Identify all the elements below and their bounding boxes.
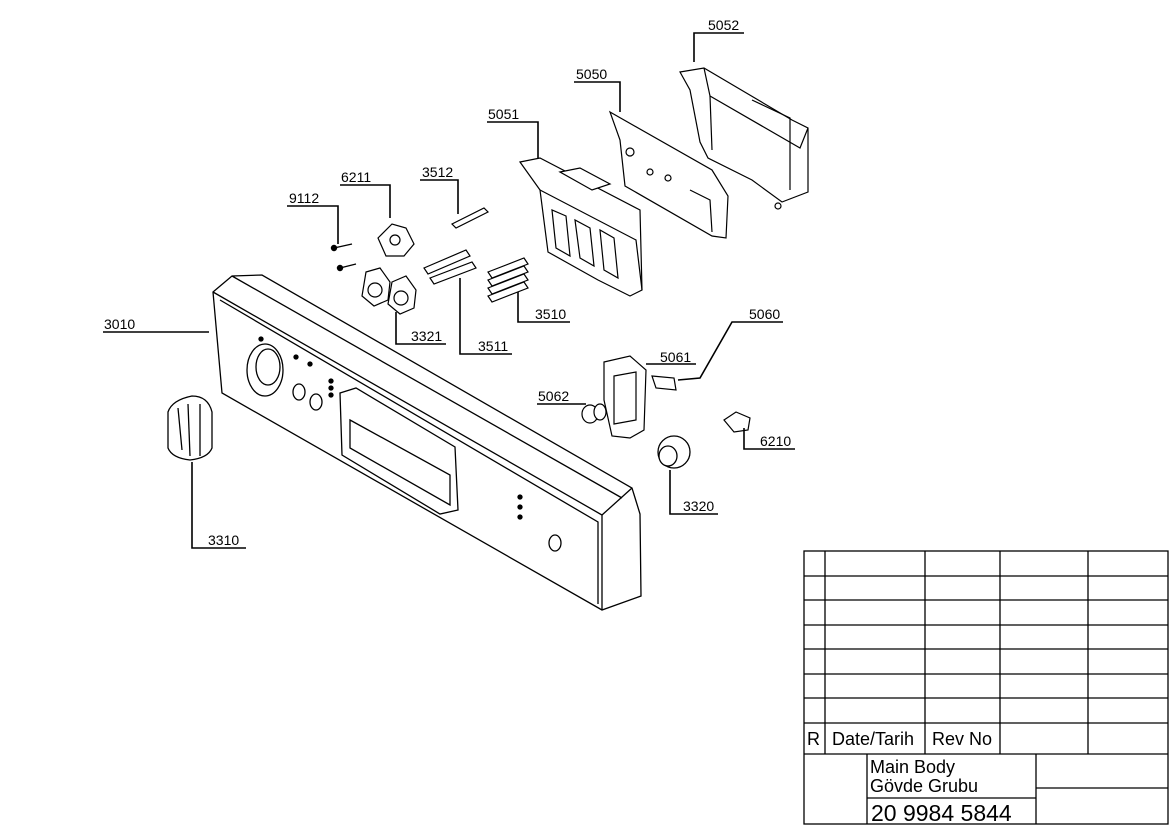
part-knob-3310 <box>167 395 213 461</box>
callout-3511: 3511 <box>478 338 508 354</box>
callout-3510: 3510 <box>535 306 566 322</box>
title-block: R Date/Tarih Rev No Main Body Gövde Grub… <box>803 550 1169 826</box>
part-knob-3320 <box>657 435 691 469</box>
title-line-2: Gövde Grubu <box>870 776 978 796</box>
part-lever-3512 <box>450 207 490 229</box>
part-control-panel-3010 <box>212 274 642 611</box>
callout-5051: 5051 <box>488 106 519 122</box>
rev-header-date: Date/Tarih <box>832 729 914 749</box>
callout-3320: 3320 <box>683 498 714 514</box>
part-harness-5052 <box>679 67 809 210</box>
part-sensor-5060 <box>651 375 677 391</box>
rev-header-rev-no: Rev No <box>932 729 992 749</box>
callout-6211: 6211 <box>341 169 371 185</box>
callout-3310: 3310 <box>208 532 239 548</box>
callout-6210: 6210 <box>760 433 791 449</box>
callout-3512: 3512 <box>422 164 453 180</box>
callout-3010: 3010 <box>104 316 135 332</box>
callout-5050: 5050 <box>576 66 607 82</box>
callout-9112: 9112 <box>289 190 319 206</box>
callout-5061: 5061 <box>660 349 691 365</box>
part-module-5051 <box>518 157 643 297</box>
title-line-1: Main Body <box>870 757 955 777</box>
part-lens-5062 <box>581 403 607 424</box>
callout-5060: 5060 <box>749 306 780 322</box>
part-board-5050 <box>608 110 729 239</box>
drawing-number: 20 9984 5844 <box>871 800 1012 826</box>
callout-3321: 3321 <box>411 328 442 344</box>
revision-table-grid <box>803 550 1169 825</box>
leader-lines <box>103 32 795 549</box>
part-connector-6210 <box>723 411 751 433</box>
part-screw-9112 <box>330 243 357 272</box>
rev-header-r: R <box>807 729 820 749</box>
callout-5052: 5052 <box>708 17 739 33</box>
part-buttons-3510 <box>487 257 529 303</box>
part-bracket-3321 <box>361 267 417 315</box>
part-switch-6211 <box>377 223 415 257</box>
part-rods-3511 <box>423 249 477 285</box>
part-housing-5061 <box>603 355 647 439</box>
callout-5062: 5062 <box>538 388 569 404</box>
